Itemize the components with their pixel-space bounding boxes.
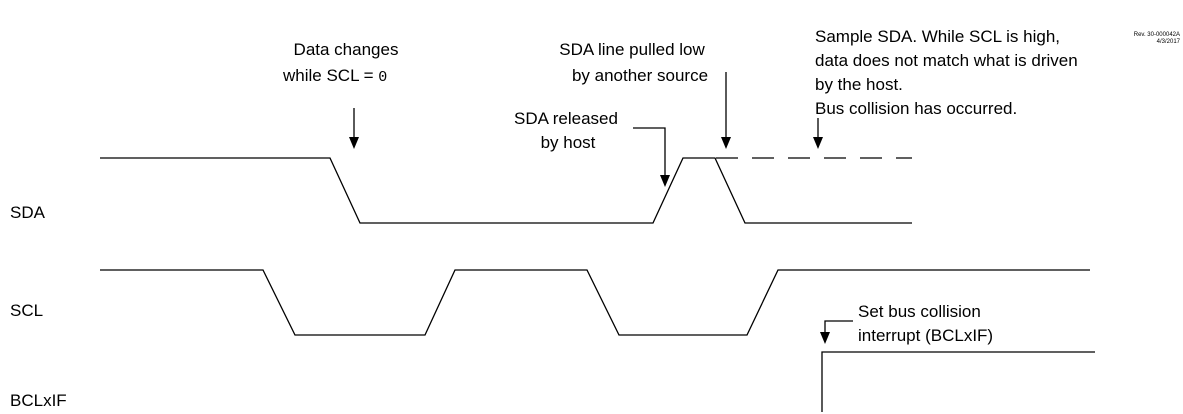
bclxif-waveform [821, 351, 1095, 412]
sda-released-arrow-line [633, 127, 666, 176]
data-changes-label-prefix: while SCL = [282, 66, 378, 85]
revision-line-2: 4/3/2017 [1157, 39, 1181, 45]
sda-released-label-line-1: SDA released [514, 109, 618, 128]
sda-pulled-low-label-line-1: SDA line pulled low [559, 40, 705, 59]
sample-sda-label-line-4: Bus collision has occurred. [815, 99, 1017, 118]
set-bus-collision-label-line-1: Set bus collision [858, 302, 981, 321]
revision-line-1: Rev. 30-000042A [1134, 32, 1180, 38]
sda-released-arrow-head [660, 175, 670, 187]
sda-pulled-low-arrow-head [721, 137, 731, 149]
bclxif-signal-label: BCLxIF [10, 391, 67, 410]
sample-sda-arrow-head [813, 137, 823, 149]
data-changes-label-line-2-text: while SCL = 0 [282, 66, 387, 86]
set-bus-collision-label-line-2: interrupt (BCLxIF) [858, 326, 993, 345]
sda-waveform [100, 157, 912, 224]
data-changes-arrow-head [349, 137, 359, 149]
sda-pulled-low-label-line-2: by another source [572, 66, 708, 85]
scl-signal-label: SCL [10, 301, 43, 320]
sda-signal-label: SDA [10, 203, 46, 222]
sample-sda-label-line-2: data does not match what is driven [815, 51, 1078, 70]
sda-released-label-line-2: by host [541, 133, 596, 152]
scl-waveform [100, 269, 1090, 336]
data-changes-label-value: 0 [378, 69, 387, 86]
data-changes-label-line-1: Data changes [294, 40, 399, 59]
set-bus-collision-arrow-line [824, 320, 853, 333]
sample-sda-label-line-1: Sample SDA. While SCL is high, [815, 27, 1060, 46]
set-bus-collision-arrow-head [820, 332, 830, 344]
sample-sda-label-line-3: by the host. [815, 75, 903, 94]
